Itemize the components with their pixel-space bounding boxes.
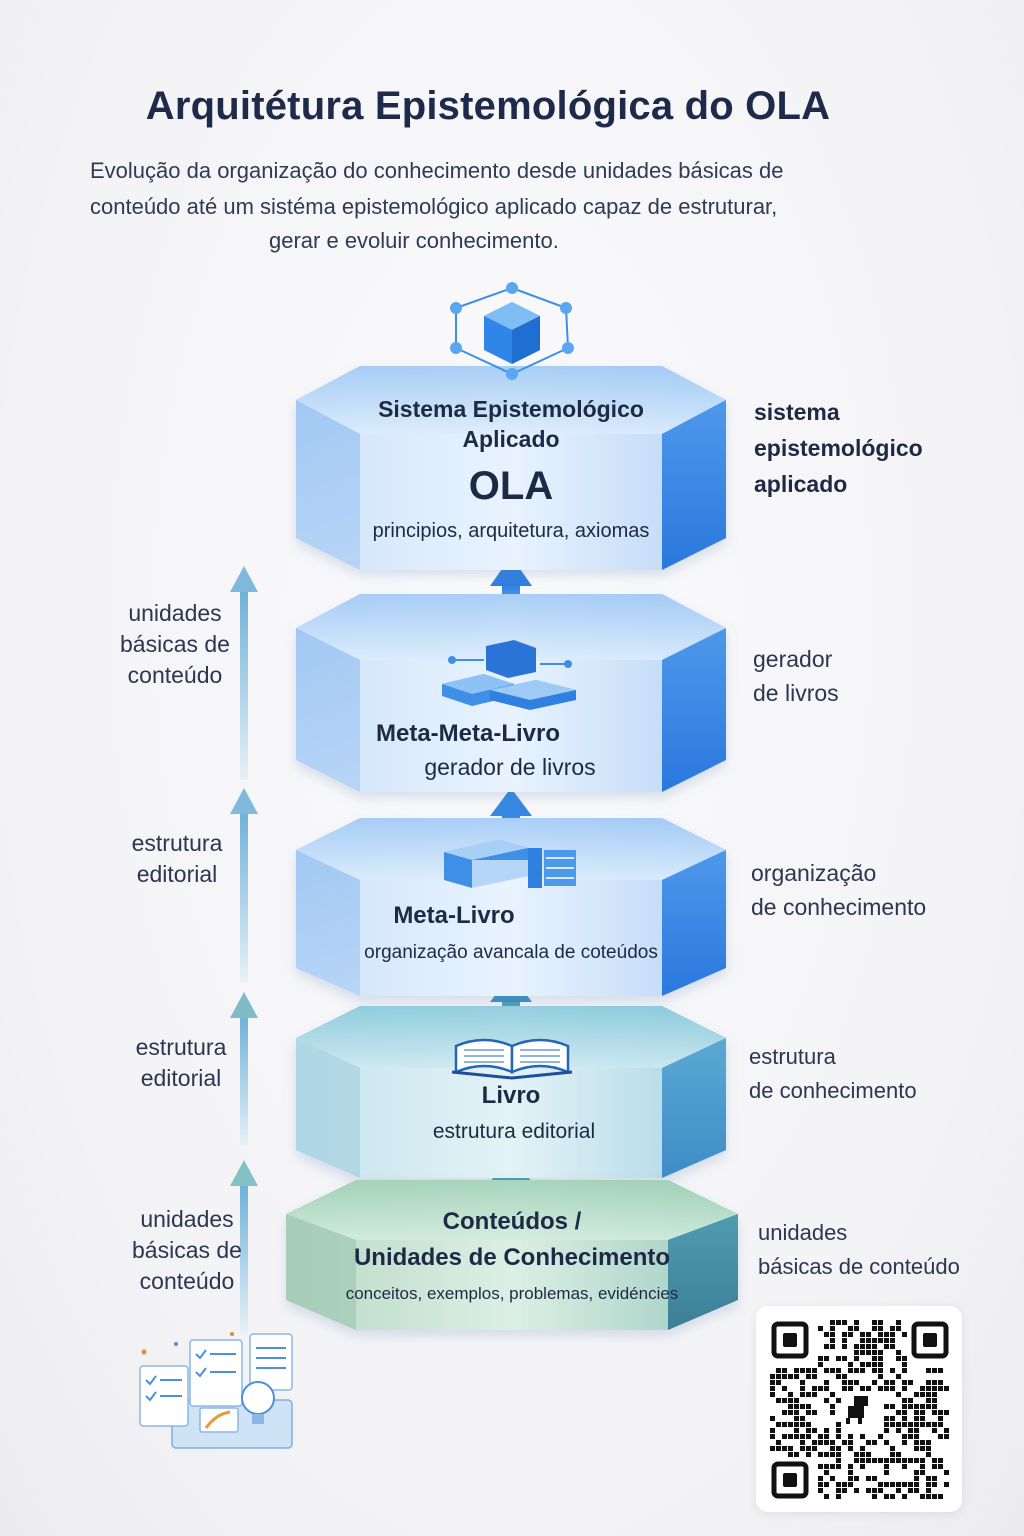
left-label-1-line-1: unidades bbox=[128, 600, 222, 626]
livro-description: estrutura editorial bbox=[432, 1120, 596, 1143]
ola-title-line-1: Sistema Epistemológico bbox=[378, 396, 644, 422]
conteudos-description: conceitos, exemplos, problemas, evidénci… bbox=[345, 1284, 679, 1303]
left-side-arrows bbox=[230, 566, 258, 1334]
ola-name: OLA bbox=[468, 464, 554, 508]
conteudos-name-line-2: Unidades de Conhecimento bbox=[353, 1244, 671, 1271]
left-label-4-line-2: básicas de bbox=[132, 1237, 242, 1263]
left-label-3-line-2: editorial bbox=[140, 1065, 222, 1091]
books-network-icon bbox=[442, 640, 576, 710]
left-label-2-line-1: estrutura bbox=[131, 830, 223, 856]
subtitle-line-2: conteúdo até um sistéma epistemológico a… bbox=[90, 194, 778, 219]
right-label-conteudos: unidades básicas de conteúdo bbox=[758, 1216, 960, 1284]
right-label-livro-line-1: estrutura bbox=[749, 1044, 836, 1069]
books-icon bbox=[444, 840, 576, 888]
meta-livro-description: organização avancala de coteúdos bbox=[364, 942, 658, 963]
right-label-livro: estrutura de conhecimento bbox=[749, 1040, 917, 1108]
right-label-ola-line-2: epistemológico bbox=[754, 435, 923, 461]
livro-name: Livro bbox=[481, 1082, 541, 1109]
network-cube-icon bbox=[450, 282, 574, 380]
ola-description: principios, arquitetura, axiomas bbox=[372, 520, 650, 542]
right-label-conteudos-line-2: básicas de conteúdo bbox=[758, 1254, 960, 1279]
right-label-ola-line-1: sistema bbox=[754, 399, 840, 425]
meta-meta-livro-name: Meta-Meta-Livro bbox=[375, 720, 561, 747]
left-label-1-line-3: conteúdo bbox=[127, 662, 223, 688]
tier-livro bbox=[296, 1006, 726, 1178]
left-label-2-line-2: editorial bbox=[136, 861, 218, 887]
qr-code-card[interactable] bbox=[756, 1306, 962, 1512]
right-label-ola-line-3: aplicado bbox=[754, 471, 848, 497]
right-label-meta-meta-livro-line-2: de livros bbox=[753, 680, 839, 706]
right-label-meta-meta-livro-line-1: gerador bbox=[753, 646, 833, 672]
right-label-meta-livro-line-1: organização bbox=[751, 860, 877, 886]
conteudos-name-line-1: Conteúdos / bbox=[442, 1208, 582, 1235]
right-label-conteudos-line-1: unidades bbox=[758, 1220, 848, 1245]
page-title: Arquitétura Epistemológica do OLA bbox=[145, 84, 831, 128]
meta-meta-livro-description: gerador de livros bbox=[424, 754, 596, 780]
meta-livro-name: Meta-Livro bbox=[393, 902, 515, 929]
left-label-4-line-3: conteúdo bbox=[139, 1268, 235, 1294]
tier-conteudos bbox=[286, 1180, 738, 1330]
subtitle-line-3: gerar e evoluir conhecimento. bbox=[269, 228, 559, 253]
left-label-3: estrutura editorial bbox=[96, 1032, 266, 1094]
ola-title-line-2: Aplicado bbox=[462, 426, 560, 452]
open-book-icon bbox=[451, 1038, 573, 1080]
left-label-4: unidades básicas de conteúdo bbox=[102, 1204, 272, 1297]
right-label-meta-livro-line-2: de conhecimento bbox=[751, 894, 927, 920]
right-label-livro-line-2: de conhecimento bbox=[749, 1078, 917, 1103]
left-label-2: estrutura editorial bbox=[92, 828, 262, 890]
subtitle-line-1: Evolução da organização do conhecimento … bbox=[90, 158, 784, 183]
right-label-meta-livro: organização de conhecimento bbox=[751, 856, 926, 924]
tier-ola bbox=[296, 366, 726, 570]
left-label-4-line-1: unidades bbox=[140, 1206, 234, 1232]
left-label-1-line-2: básicas de bbox=[120, 631, 230, 657]
left-label-1: unidades básicas de conteúdo bbox=[90, 598, 260, 691]
right-label-ola: sistema epistemológico aplicado bbox=[754, 394, 923, 502]
right-label-meta-meta-livro: gerador de livros bbox=[753, 642, 839, 710]
qr-code-icon[interactable] bbox=[756, 1306, 962, 1512]
dino-logo-icon bbox=[846, 1396, 868, 1424]
documents-lightbulb-icon bbox=[139, 1332, 293, 1449]
left-label-3-line-1: estrutura bbox=[135, 1034, 227, 1060]
